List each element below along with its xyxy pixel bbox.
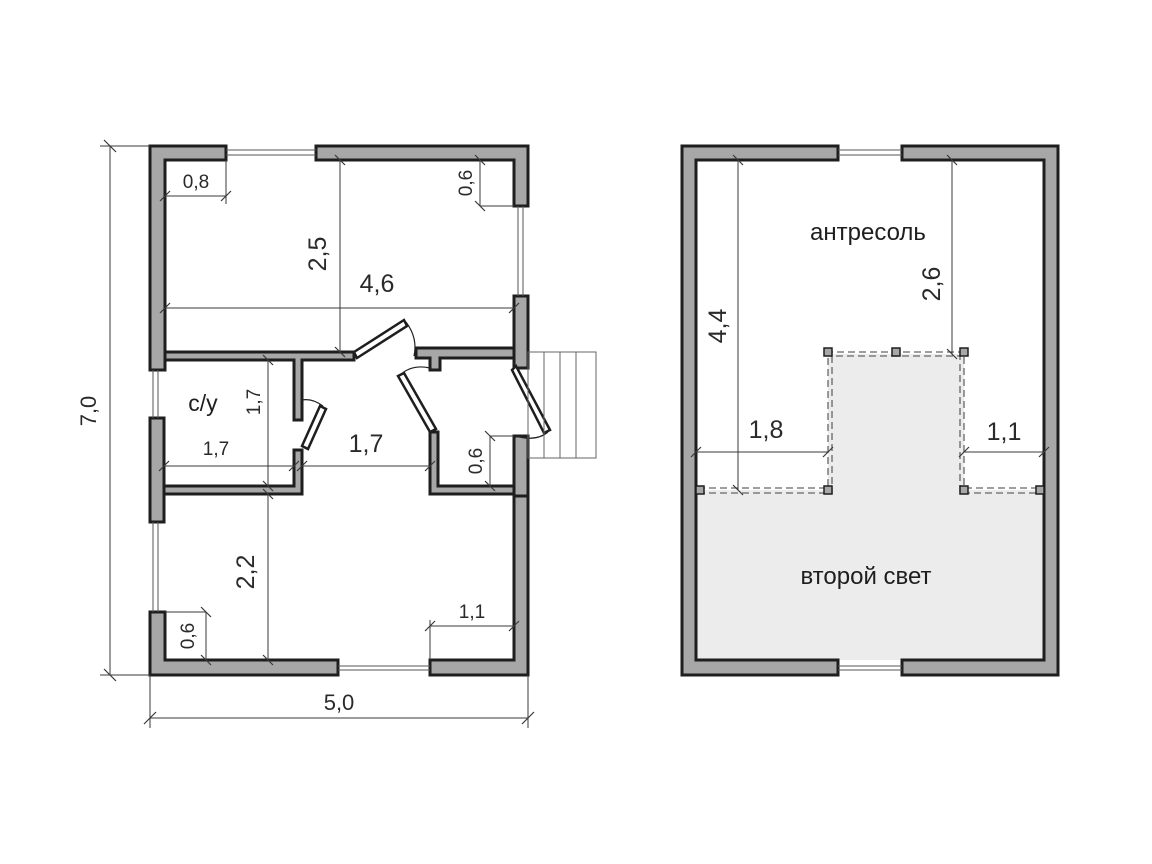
bottom-left-window-label: 0,6: [178, 623, 199, 649]
wc-width-label: 1,7: [203, 439, 229, 460]
double-height-void: [696, 354, 1044, 660]
upper-left-width-label: 1,8: [749, 416, 784, 444]
upper-right-width-label: 1,1: [987, 418, 1022, 446]
room1-width-label: 4,6: [360, 270, 395, 298]
wall-bottom-right: [428, 492, 530, 677]
upper-left-depth-label: 4,4: [704, 309, 732, 344]
upper-floor-dimension-lines: [690, 154, 1050, 496]
wall-vestibule-top: [414, 346, 516, 372]
bottom-right-window-label: 1,1: [459, 602, 485, 623]
overall-depth-label: 7,0: [76, 396, 101, 427]
ground-floor-interior-walls: [162, 346, 516, 496]
wall-top-right: [314, 144, 530, 208]
ground-floor-doors: [300, 318, 552, 451]
wall-right-vestibule: [512, 434, 530, 498]
vestibule-window-label: 0,6: [466, 448, 487, 474]
mezzanine-railings: [695, 347, 1045, 495]
wall-right-middle: [512, 294, 530, 370]
top-right-window-label: 0,6: [456, 170, 477, 196]
upper-floor-plan: антресоль второй свет 4,4 2,6 1,8 1,1: [680, 144, 1060, 677]
room1-depth-label: 2,5: [304, 237, 332, 272]
wc-room-label: с/у: [188, 390, 218, 416]
door-wc: [300, 404, 328, 451]
top-left-window-label: 0,8: [183, 172, 209, 193]
upper-floor-labels: антресоль второй свет 4,4 2,6 1,8 1,1: [704, 219, 1021, 590]
ground-floor-windows: [152, 149, 524, 671]
wall-vestibule-bottom: [428, 430, 516, 496]
ground-floor-walls: [148, 144, 530, 677]
ground-floor-dimension-lines: [100, 139, 535, 728]
door-vestibule-inner: [396, 371, 438, 434]
ground-floor-labels: 7,0 5,0 0,8 0,6 2,5 4,6 с/у 1,7 1,7 1,7 …: [76, 170, 487, 715]
upper-right-depth-label: 2,6: [918, 267, 946, 302]
room2-depth-label: 2,2: [232, 555, 260, 590]
door-room1: [352, 318, 409, 360]
porch-stairs: [527, 351, 597, 459]
mezzanine-label: антресоль: [810, 219, 926, 246]
ground-floor-plan: 7,0 5,0 0,8 0,6 2,5 4,6 с/у 1,7 1,7 1,7 …: [76, 139, 597, 728]
wall-wc-bottom: [162, 448, 304, 496]
overall-width-label: 5,0: [324, 690, 355, 715]
upper-floor-windows: [838, 149, 902, 671]
upper-wall-right: [900, 144, 1060, 677]
wall-left-middle: [148, 416, 166, 524]
upper-wall-left-top: [680, 144, 840, 677]
double-height-label: второй свет: [800, 563, 931, 590]
hall-width-label: 1,7: [349, 430, 384, 458]
wc-depth-label: 1,7: [244, 389, 265, 415]
upper-floor-walls: [680, 144, 1060, 677]
wall-left-top: [148, 144, 228, 372]
